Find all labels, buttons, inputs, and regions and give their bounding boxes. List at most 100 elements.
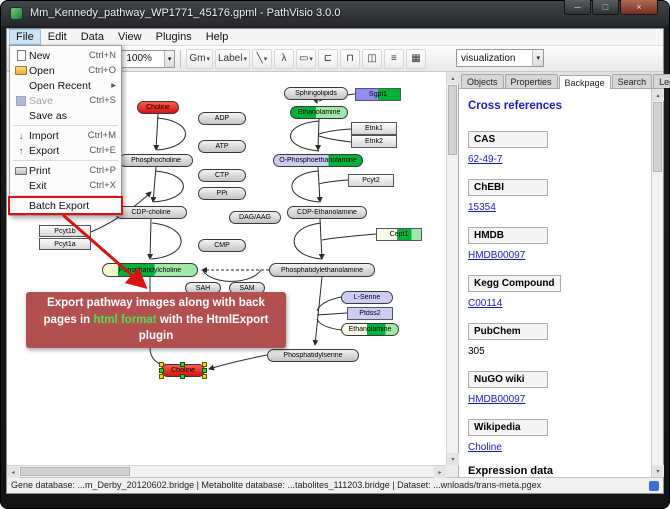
crossref-link[interactable]: 15354 — [468, 202, 496, 213]
scrollbar-thumb[interactable] — [20, 467, 130, 476]
shape-tool-button[interactable]: ▭▾ — [295, 48, 316, 69]
canvas-horizontal-scrollbar[interactable]: ◂ ▸ — [7, 465, 446, 478]
close-button[interactable]: × — [620, 0, 658, 15]
canvas-vertical-scrollbar[interactable]: ▴ ▾ — [446, 72, 459, 465]
pathway-node-etnk2[interactable]: Etnk2 — [351, 135, 397, 148]
pathway-node-cdp-choline[interactable]: CDP-choline — [115, 206, 187, 219]
selection-handle[interactable] — [159, 362, 164, 367]
scroll-right-icon[interactable]: ▸ — [434, 466, 446, 478]
zoom-select[interactable]: 100% ▾ — [121, 49, 176, 68]
scroll-up-icon[interactable]: ▴ — [447, 72, 459, 84]
file-menu-item-open-recent[interactable]: Open Recent▸ — [10, 78, 121, 93]
selection-handle[interactable] — [180, 362, 185, 367]
node-label: Cept1 — [389, 231, 409, 238]
pathway-node-pcyt1b[interactable]: Pcyt1b — [39, 225, 91, 237]
tab-properties[interactable]: Properties — [504, 74, 558, 88]
pathway-node-cept1[interactable]: Cept1 — [376, 228, 422, 241]
dropdown-caret-icon: ▾ — [263, 55, 268, 63]
pathway-node-phosphatidylethanolamine[interactable]: Phosphatidylethanolamine — [269, 263, 375, 277]
tab-backpage[interactable]: Backpage — [558, 75, 611, 89]
pathway-node-choline[interactable]: Choline — [137, 101, 179, 114]
crossref-link[interactable]: Choline — [468, 442, 502, 453]
pathway-node-etnk1[interactable]: Etnk1 — [351, 122, 397, 135]
file-menu-item-batch-export[interactable]: Batch Export — [10, 198, 121, 213]
menu-data[interactable]: Data — [80, 31, 104, 43]
align-center-button[interactable]: ◫ — [361, 48, 382, 69]
tab-search[interactable]: Search — [611, 74, 653, 88]
pathway-node-phosphocholine[interactable]: Phosphocholine — [119, 154, 193, 167]
pathway-node-phosphatidylserine[interactable]: Phosphatidylserine — [267, 349, 359, 362]
minimize-button[interactable]: ─ — [564, 0, 591, 15]
file-menu-item-save-as[interactable]: Save as — [10, 108, 121, 123]
menu-file[interactable]: File — [9, 29, 41, 45]
scrollbar-thumb[interactable] — [448, 85, 457, 155]
pathway-node-phosphatidylcholine[interactable]: Phosphatidylcholine — [102, 263, 198, 277]
menu-shortcut: Ctrl+M — [87, 130, 116, 141]
pathway-node-cmp[interactable]: CMP — [198, 239, 246, 252]
crossref-link[interactable]: HMDB00097 — [468, 250, 526, 261]
pathway-node-ethanolamine[interactable]: Ethanolamine — [290, 106, 348, 119]
menu-view[interactable]: View — [117, 31, 142, 43]
tab-legend[interactable]: Legend — [653, 74, 670, 88]
pathway-node-dag-aag[interactable]: DAG/AAG — [229, 211, 281, 224]
pathway-node-pcyt1a[interactable]: Pcyt1a — [39, 238, 91, 250]
selection-handle[interactable] — [159, 367, 164, 373]
group-button[interactable]: ▦ — [405, 48, 426, 69]
pathway-node-pcyt2[interactable]: Pcyt2 — [348, 174, 394, 187]
selection-handle[interactable] — [202, 367, 207, 373]
maximize-button[interactable]: □ — [592, 0, 619, 15]
visualization-select[interactable]: visualization ▾ — [456, 49, 544, 67]
pathway-node-sphingolipids[interactable]: Sphingolipids — [284, 87, 348, 100]
panel-vertical-scrollbar[interactable]: ▴ ▾ — [651, 89, 664, 477]
connector-tool-button[interactable]: λ — [273, 48, 294, 69]
scroll-left-icon[interactable]: ◂ — [7, 466, 19, 478]
crossref-title: Cross references — [468, 100, 562, 112]
selection-handle[interactable] — [180, 374, 185, 379]
scroll-down-icon[interactable]: ▾ — [447, 453, 459, 465]
scrollbar-thumb[interactable] — [653, 102, 662, 172]
crossref-link[interactable]: 62-49-7 — [468, 154, 503, 165]
tool-glyph: ⊏ — [323, 53, 333, 64]
pathway-node-cdp-ethanolamine[interactable]: CDP-Ethanolamine — [287, 206, 367, 219]
pathway-node-l-serine[interactable]: L-Serine — [341, 291, 393, 304]
scroll-down-icon[interactable]: ▾ — [652, 465, 664, 477]
menu-item-label: Save as — [29, 109, 67, 122]
align-left-button[interactable]: ⊏ — [317, 48, 338, 69]
pathway-node-ptdss2[interactable]: Ptdss2 — [347, 307, 393, 320]
submenu-arrow-icon: ▸ — [111, 80, 116, 91]
selection-handle[interactable] — [202, 374, 207, 379]
pathway-node-choline[interactable]: Choline — [159, 362, 207, 379]
selection-handle[interactable] — [202, 362, 207, 367]
tab-objects[interactable]: Objects — [461, 74, 504, 88]
pathway-node-ctp[interactable]: CTP — [198, 169, 246, 182]
align-top-button[interactable]: ⊓ — [339, 48, 360, 69]
menu-help[interactable]: Help — [205, 31, 229, 43]
pathway-node-adp[interactable]: ADP — [198, 112, 246, 125]
node-label: Ptdss2 — [359, 310, 381, 317]
pathway-node-atp[interactable]: ATP — [198, 140, 246, 153]
scroll-up-icon[interactable]: ▴ — [652, 89, 664, 101]
node-label: SAH — [195, 284, 211, 292]
stack-vertical-button[interactable]: ≡ — [383, 48, 404, 69]
crossref-link[interactable]: C00114 — [468, 298, 503, 309]
pathway-node-sgpl1[interactable]: Sgpl1 — [355, 88, 401, 101]
datanode-tool-button[interactable]: Gm▾ — [186, 48, 213, 69]
line-tool-button[interactable]: ╲▾ — [251, 48, 272, 69]
crossref-link[interactable]: HMDB00097 — [468, 394, 526, 405]
pathway-node-o-phosphoethanolamine[interactable]: O-Phosphoethanolamine — [273, 154, 363, 167]
menu-plugins[interactable]: Plugins — [155, 31, 192, 43]
menu-edit[interactable]: Edit — [47, 31, 67, 43]
selection-handle[interactable] — [159, 374, 164, 379]
label-tool-button[interactable]: Label▾ — [214, 48, 250, 69]
pathway-node-ppi[interactable]: PPi — [198, 187, 246, 200]
pathway-node-ethanolamine[interactable]: Ethanolamine — [341, 323, 399, 336]
